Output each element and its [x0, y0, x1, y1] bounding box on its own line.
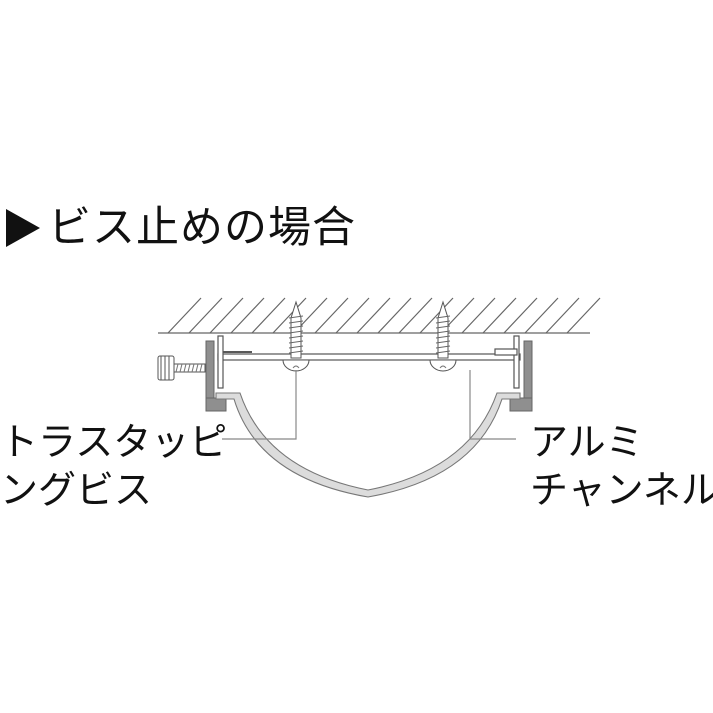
- hatch-line: [230, 297, 265, 334]
- hatch-line: [503, 297, 538, 334]
- hatch-line: [272, 297, 307, 334]
- hatch-line: [251, 297, 286, 334]
- section-title: ビス止めの場合: [6, 200, 356, 256]
- label-right-line1: アルミ: [530, 420, 644, 464]
- wood-screw: [282, 300, 310, 372]
- hatch-line: [545, 297, 580, 334]
- hatch-line: [461, 297, 496, 334]
- hatch-line: [566, 297, 601, 334]
- wood-screw: [429, 300, 457, 372]
- hatch-line: [167, 297, 202, 334]
- channel-left-foot: [205, 397, 227, 412]
- rail-bar: [217, 353, 521, 361]
- hatch-line: [482, 297, 517, 334]
- aluminum-channel: [205, 340, 533, 412]
- right-bracket-lip: [494, 348, 518, 356]
- hatch-line: [209, 297, 244, 334]
- section-title-text: ビス止めの場合: [48, 202, 356, 253]
- hatch-line: [524, 297, 559, 334]
- channel-right-foot: [509, 397, 533, 412]
- label-aluminum-channel: アルミ チャンネル: [530, 418, 713, 514]
- left-bracket: [217, 335, 224, 389]
- screw-head: [157, 355, 175, 381]
- label-truss-tapping-screw: トラスタッピ ングビス: [0, 418, 227, 514]
- label-left-line1: トラスタッピ: [0, 420, 228, 464]
- mounting-rail: [217, 335, 521, 389]
- dome-cover: [215, 392, 521, 498]
- truss-tapping-screw: [157, 355, 206, 381]
- ceiling-hatch: [158, 297, 601, 334]
- cover-shell: [215, 392, 521, 498]
- hatch-line: [335, 297, 370, 334]
- hatch-line: [377, 297, 412, 334]
- hatch-line: [314, 297, 349, 334]
- hatch-line: [419, 297, 454, 334]
- hatch-line: [188, 297, 223, 334]
- leader-lines: [222, 370, 516, 440]
- label-right-line2: チャンネル: [530, 468, 713, 512]
- right-bracket: [513, 335, 520, 389]
- hatch-line: [398, 297, 433, 334]
- label-left-line2: ングビス: [0, 468, 153, 512]
- hatch-line: [356, 297, 391, 334]
- leader-screw: [222, 370, 297, 440]
- triangle-marker-icon: [6, 209, 40, 247]
- leader-channel: [469, 370, 516, 440]
